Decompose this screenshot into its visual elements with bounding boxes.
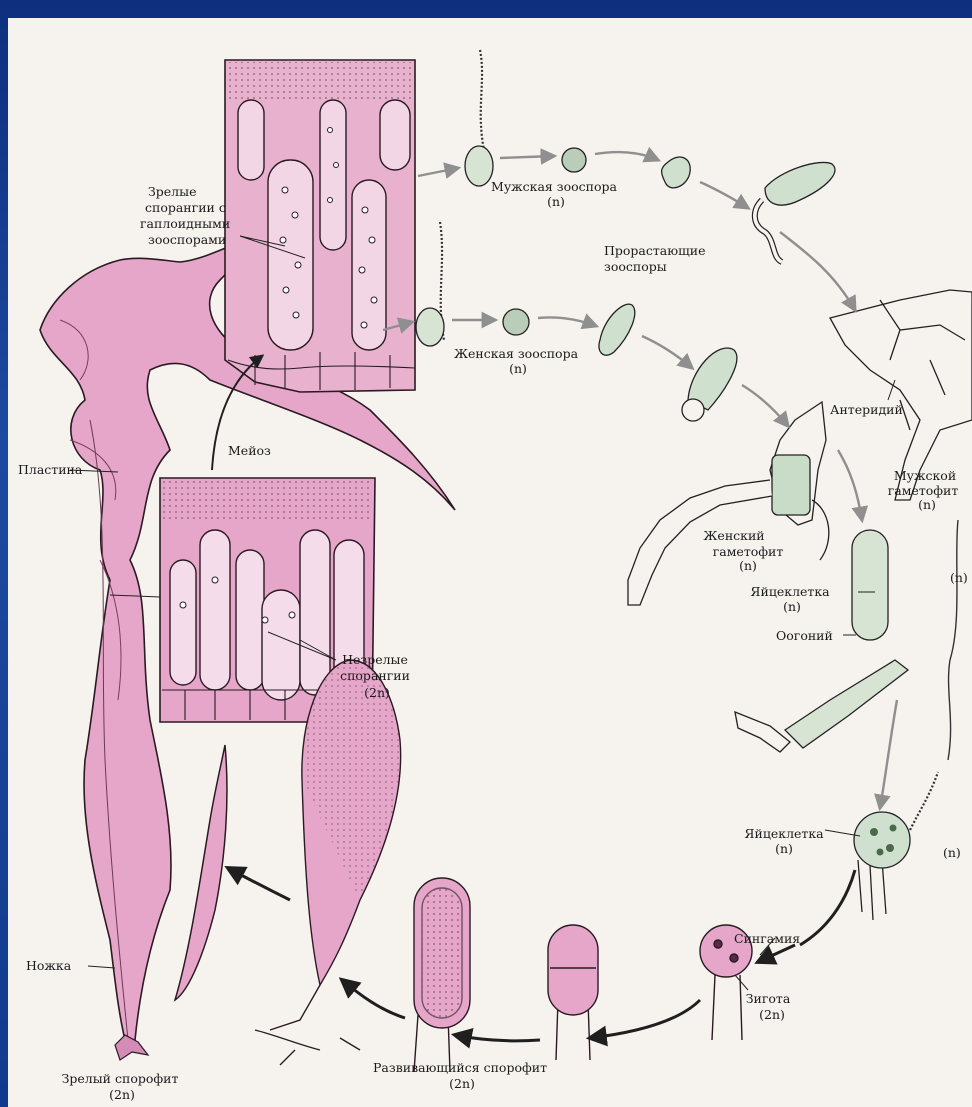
label-meiosis: Мейоз bbox=[228, 443, 271, 458]
label-egg-cell-bottom: Яйцеклетка (n) bbox=[744, 826, 827, 856]
fertilization-illustration bbox=[854, 772, 938, 920]
label-zygote: Зигота (2n) bbox=[746, 991, 795, 1022]
label-male-zoospore: Мужская зооспора (n) bbox=[491, 179, 621, 209]
label-oogonium: Оогоний bbox=[776, 628, 833, 643]
sperm-flagellum bbox=[910, 772, 938, 830]
label-mature-sporophyte: Зрелый спорофит (2n) bbox=[62, 1071, 183, 1102]
label-sperm-n: (n) bbox=[943, 845, 961, 860]
diploid-development bbox=[255, 660, 752, 1072]
label-mature-sporangia: Зрелые спорангии с гаплоидными зооспорам… bbox=[140, 184, 234, 247]
label-female-zoospore: Женская зооспора (n) bbox=[454, 346, 582, 376]
female-zoospore bbox=[416, 308, 444, 346]
label-syngamy: Сингамия bbox=[734, 931, 800, 946]
kelp-holdfast bbox=[115, 1035, 148, 1060]
male-zoospore-flagellum bbox=[480, 50, 484, 150]
label-germinating-zoospores: Прорастающие зооспоры bbox=[604, 243, 709, 274]
label-right-edge-n: (n) bbox=[950, 570, 968, 585]
label-blade: Пластина bbox=[18, 462, 83, 477]
mature-sporangia-section bbox=[225, 60, 415, 392]
male-zoospore bbox=[465, 146, 493, 186]
label-egg-cell-top: Яйцеклетка (n) bbox=[750, 584, 833, 614]
label-developing-sporophyte: Развивающийся спорофит (2n) bbox=[373, 1060, 551, 1091]
corner-patch bbox=[8, 1000, 68, 1050]
label-female-gametophyte: Женский гаметофит (n) bbox=[703, 528, 787, 573]
label-stipe: Ножка bbox=[26, 958, 72, 973]
label-antheridium: Антеридий bbox=[830, 402, 903, 417]
label-male-gametophyte: Мужской гаметофит (n) bbox=[888, 468, 963, 512]
kelp-lower-blade bbox=[175, 745, 227, 1000]
egg-cell bbox=[854, 812, 910, 868]
